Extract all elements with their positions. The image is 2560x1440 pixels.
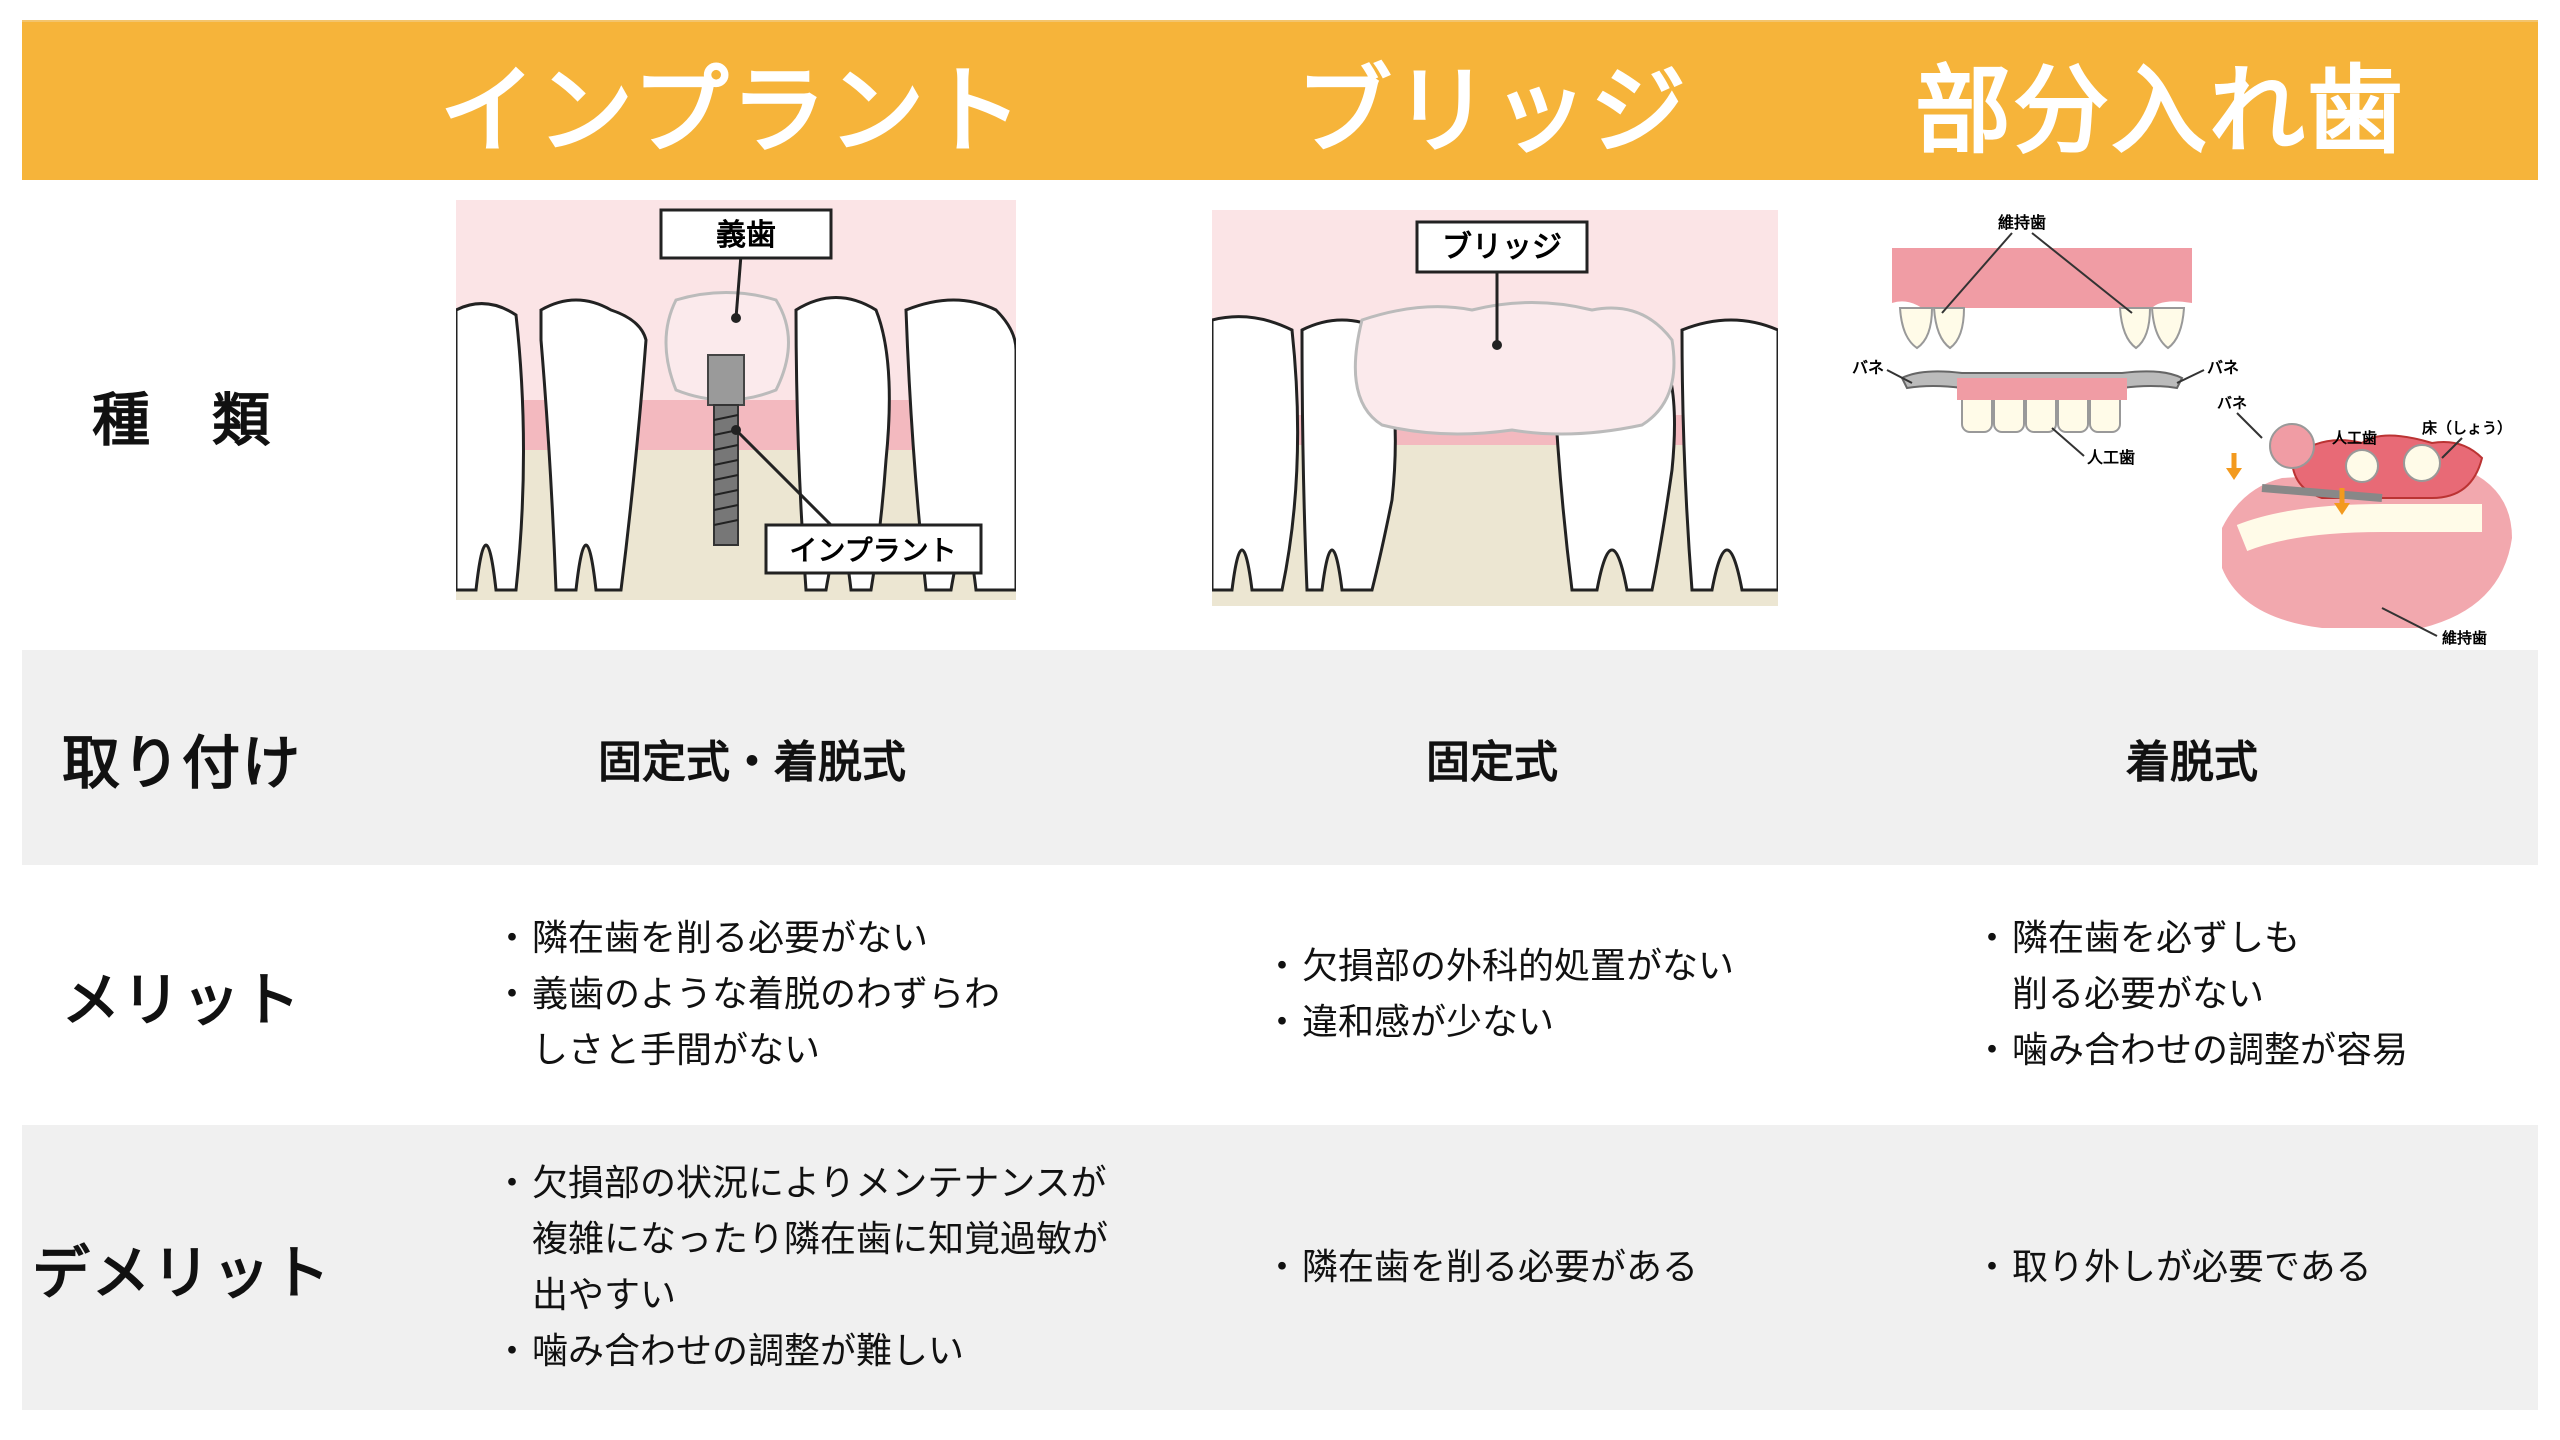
comparison-table: インプラント ブリッジ 部分入れ歯 種 類 (22, 20, 2538, 1410)
row-mount: 取り付け 固定式・着脱式 固定式 着脱式 (22, 650, 2538, 865)
row-label-type: 種 類 (91, 386, 272, 454)
merit-denture-item: 噛み合わせの調整が容易 (1974, 1023, 2442, 1079)
denture-spring-small-label: バネ (2217, 394, 2247, 412)
mount-implant: 固定式・着脱式 (598, 736, 906, 788)
row-label-mount: 取り付け (61, 728, 302, 797)
denture-artificial-tooth-2-label: 人工歯 (2332, 429, 2377, 447)
merit-implant-item: 義歯のような着脱のわずらわしさと手間がない (494, 967, 1022, 1079)
mount-denture: 着脱式 (2126, 736, 2258, 788)
demerit-implant-item: 欠損部の状況によりメンテナンスが複雑になったり隣在歯に知覚過敏が出やすい (494, 1156, 1122, 1324)
bridge-bridge-label: ブリッジ (1442, 230, 1562, 265)
implant-crown-label: 義歯 (716, 218, 776, 253)
merit-bridge-cell: 欠損部の外科的処置がない 違和感が少ない (1264, 865, 1832, 1125)
header-implant: インプラント (439, 54, 1025, 167)
denture-spring-left-label: バネ (1852, 358, 1884, 377)
denture-retainer-bottom-label: 維持歯 (2442, 629, 2487, 647)
denture-artificial-tooth-label: 人工歯 (2087, 448, 2135, 467)
row-type: 種 類 (22, 180, 2538, 650)
denture-spring-right-label: バネ (2207, 358, 2239, 377)
denture-retainer-top-label: 維持歯 (1998, 213, 2046, 232)
merit-bridge-item: 欠損部の外科的処置がない (1264, 939, 1792, 995)
demerit-denture-item: 取り外しが必要である (1974, 1240, 2482, 1296)
merit-denture-item: 隣在歯を必ずしも削る必要がない (1974, 911, 2332, 1023)
merit-implant-item: 隣在歯を削る必要がない (494, 911, 1022, 967)
header-denture: 部分入れ歯 (1915, 54, 2405, 167)
demerit-bridge-cell: 隣在歯を削る必要がある (1264, 1125, 1832, 1410)
table-header: インプラント ブリッジ 部分入れ歯 (22, 20, 2538, 182)
demerit-denture-cell: 取り外しが必要である (1974, 1125, 2522, 1410)
row-label-demerit: デメリット (31, 1238, 332, 1307)
denture-base-label: 床（しょう） (2422, 419, 2512, 437)
merit-implant-cell: 隣在歯を削る必要がない 義歯のような着脱のわずらわしさと手間がない (494, 865, 1062, 1125)
implant-implant-label: インプラント (789, 534, 956, 567)
bridge-figure: ブリッジ (1212, 210, 1778, 606)
merit-denture-cell: 隣在歯を必ずしも削る必要がない 噛み合わせの調整が容易 (1974, 865, 2522, 1125)
demerit-implant-item: 噛み合わせの調整が難しい (494, 1324, 1122, 1380)
implant-figure: 義歯 インプラント (456, 200, 1016, 600)
demerit-implant-cell: 欠損部の状況によりメンテナンスが複雑になったり隣在歯に知覚過敏が出やすい 噛み合… (494, 1125, 1142, 1410)
denture-figure: 維持歯 バネ バネ 人工歯 (1852, 213, 2512, 647)
row-label-merit: メリット (61, 966, 302, 1034)
demerit-bridge-item: 隣在歯を削る必要がある (1264, 1240, 1792, 1296)
merit-bridge-item: 違和感が少ない (1264, 995, 1792, 1051)
row-merit: メリット 隣在歯を削る必要がない 義歯のような着脱のわずらわしさと手間がない 欠… (22, 865, 2538, 1125)
row-demerit: デメリット 欠損部の状況によりメンテナンスが複雑になったり隣在歯に知覚過敏が出や… (22, 1125, 2538, 1410)
header-bridge: ブリッジ (1296, 54, 1688, 167)
mount-bridge: 固定式 (1426, 736, 1558, 788)
